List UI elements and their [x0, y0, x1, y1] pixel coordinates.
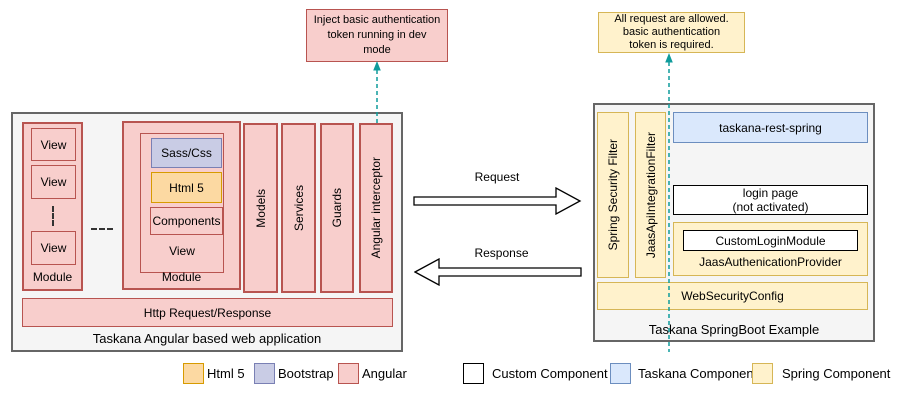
taskana-component-swatch [610, 362, 631, 384]
legend-label: Angular [362, 365, 407, 381]
legend-item-bootstrap: Bootstrap [254, 362, 334, 384]
legend-label: Bootstrap [278, 365, 334, 381]
models-label: Models [253, 188, 268, 228]
custom-component-swatch [463, 362, 484, 384]
dev-mode-note: Inject basic authentication token runnin… [306, 9, 448, 62]
bootstrap-swatch [254, 362, 275, 384]
request-label: Request [474, 170, 520, 184]
allowed-request-note: All request are allowed. basic authentic… [598, 12, 745, 53]
view-box: View [31, 231, 76, 265]
legend-item-spring-component: Spring Component [752, 362, 890, 384]
view-box: View [31, 165, 76, 199]
response-label: Response [474, 246, 529, 260]
spring-security-filter-column: Spring Security Filter [597, 112, 629, 278]
legend-label: Taskana Component [638, 365, 758, 381]
module-label: Module [161, 270, 202, 284]
legend-item-html5: Html 5 [183, 362, 245, 384]
vertical-ellipsis [52, 206, 54, 226]
sass-css-box: Sass/Css [151, 138, 222, 168]
angular-swatch [338, 362, 359, 384]
jaas-api-integration-filter-label: JaasApiIntegrationFilter [643, 131, 658, 259]
jaas-authentication-provider-label: JaasAuthenicationProvider [699, 255, 842, 269]
html5-swatch [183, 362, 204, 384]
angular-interceptor-label: Angular interceptor [369, 157, 383, 259]
web-security-config-box: WebSecurityConfig [597, 282, 868, 310]
spring-component-swatch [752, 362, 773, 384]
arrow-up-icon [373, 61, 381, 71]
arrow-up-icon [665, 53, 673, 63]
legend-item-angular: Angular [338, 362, 407, 384]
legend-label: Spring Component [782, 365, 891, 381]
horizontal-ellipsis [91, 228, 113, 230]
custom-login-module-box: CustomLoginModule [683, 230, 858, 251]
models-column: Models [243, 123, 278, 293]
response-arrow-icon [414, 258, 582, 286]
legend-item-taskana-component: Taskana Component [610, 362, 757, 384]
springboot-caption: Taskana SpringBoot Example [648, 322, 820, 337]
angular-app-caption: Taskana Angular based web application [92, 331, 322, 346]
login-page-box: login page (not activated) [673, 185, 868, 215]
legend-label: Html 5 [207, 365, 245, 381]
http-request-response-bar: Http Request/Response [22, 298, 393, 327]
spring-security-filter-label: Spring Security Filter [606, 139, 620, 251]
taskana-rest-spring-box: taskana-rest-spring [673, 112, 868, 143]
jaas-api-integration-filter-column: JaasApiIntegrationFilter [635, 112, 666, 278]
guards-column: Guards [320, 123, 354, 293]
request-arrow-icon [413, 187, 582, 215]
view-box: View [31, 128, 76, 161]
components-box: Components [150, 207, 223, 235]
html5-box: Html 5 [151, 172, 222, 203]
guards-label: Guards [330, 188, 344, 228]
legend-item-custom-component: Custom Component [463, 362, 608, 384]
services-label: Services [291, 184, 306, 231]
services-column: Services [281, 123, 316, 293]
legend-label: Custom Component [492, 365, 608, 381]
module-label: Module [32, 270, 73, 284]
angular-interceptor-column: Angular interceptor [359, 123, 393, 293]
view-label: View [169, 244, 195, 258]
